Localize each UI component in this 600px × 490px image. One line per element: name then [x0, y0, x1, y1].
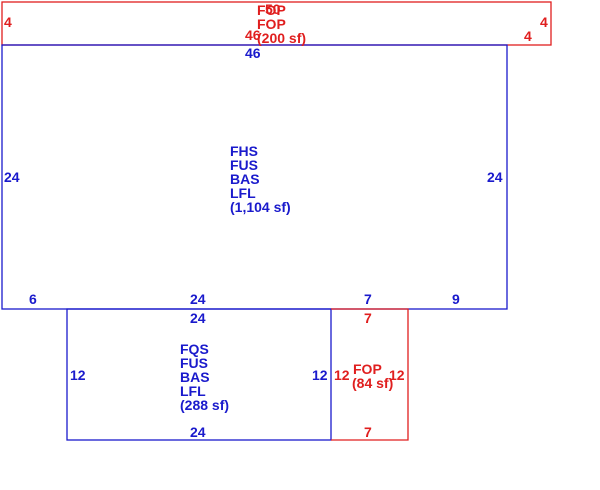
lower-code-3: BAS: [180, 369, 210, 385]
lower-area: (288 sf): [180, 397, 229, 413]
side-porch-area: (84 sf): [352, 375, 393, 391]
lower-code-4: LFL: [180, 383, 206, 399]
dim-lower-top: 24: [190, 310, 206, 326]
top-porch-overlap-label: 50: [265, 1, 281, 17]
dim-lower-left: 12: [70, 367, 86, 383]
dim-main-bottom-left: 6: [29, 291, 37, 307]
lower-code-2: FUS: [180, 355, 208, 371]
main-code-4: LFL: [230, 185, 256, 201]
dim-top-bottom-red: 46: [245, 27, 261, 43]
dim-main-bottom-mid: 24: [190, 291, 206, 307]
dim-porch-right: 12: [389, 367, 405, 383]
dim-porch-top: 7: [364, 310, 372, 326]
main-area: (1,104 sf): [230, 199, 291, 215]
top-porch-code-2: FOP: [257, 16, 286, 32]
lower-code-1: FQS: [180, 341, 209, 357]
dim-top-left: 4: [4, 14, 12, 30]
dim-top-right-inner: 4: [524, 28, 532, 44]
side-porch-code: FOP: [353, 361, 382, 377]
dim-porch-left: 12: [334, 367, 350, 383]
side-porch-outline: [331, 308, 409, 441]
dim-top-right: 4: [540, 14, 548, 30]
dim-porch-bottom: 7: [364, 424, 372, 440]
dim-main-top: 46: [245, 45, 261, 61]
dim-main-left: 24: [4, 169, 20, 185]
dim-lower-bottom: 24: [190, 424, 206, 440]
dim-main-bottom-7: 7: [364, 291, 372, 307]
main-code-1: FHS: [230, 143, 258, 159]
dim-main-bottom-right: 9: [452, 291, 460, 307]
dim-lower-right: 12: [312, 367, 328, 383]
lower-area-outline: [66, 308, 332, 441]
top-porch-area: (200 sf): [257, 30, 306, 46]
main-code-3: BAS: [230, 171, 260, 187]
dim-main-right: 24: [487, 169, 503, 185]
main-code-2: FUS: [230, 157, 258, 173]
top-porch-code-1: FOP: [257, 2, 286, 18]
